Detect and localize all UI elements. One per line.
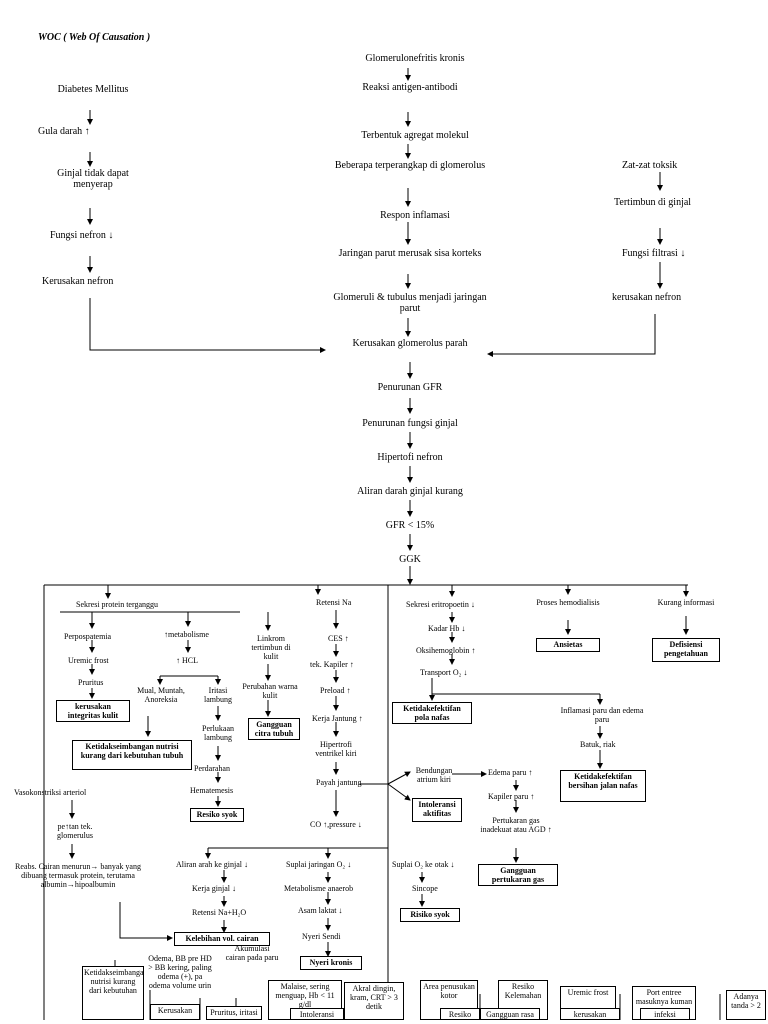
node-tek-kapiler: tek. Kapiler ↑ xyxy=(310,660,354,669)
node-kadar-hb: Kadar Hb ↓ xyxy=(428,624,466,633)
node-reabs-cairan: Reabs. Cairan menurun→ banyak yang dibua… xyxy=(15,862,141,889)
node-hcl: ↑ HCL xyxy=(176,656,198,665)
node-hipertrofi-ventrikel: Hipertrofi ventrikel kiri xyxy=(315,740,357,758)
bottom-node-tanda: Adanya tanda > 2 xyxy=(726,990,766,1020)
diagnosis-ansietas: Ansietas xyxy=(536,638,600,652)
node-uremic-frost: Uremic frost xyxy=(68,656,109,665)
node-aliran-arah: Aliran arah ke ginjal ↓ xyxy=(176,860,248,869)
node-gula-darah: Gula darah ↑ xyxy=(38,126,90,137)
node-metabolisme: ↑metabolisme xyxy=(164,630,209,639)
bottom2-infeksi: infeksi xyxy=(640,1008,690,1020)
node-kapiler-paru: Kapiler paru ↑ xyxy=(488,792,535,801)
node-payah-jantung: Payah jantung xyxy=(316,778,362,787)
node-iritasi: Iritasi lambung xyxy=(204,686,232,704)
node-fungsi-nefron: Fungsi nefron ↓ xyxy=(50,230,114,241)
bottom2-resiko-infeksi: Resiko infeksi xyxy=(440,1008,480,1020)
node-suplai-otak: Suplai O₂ ke otak ↓ xyxy=(392,860,455,869)
diagnosis-risiko-syok: Risiko syok xyxy=(400,908,460,922)
node-kerusakan-nefron: Kerusakan nefron xyxy=(42,276,114,287)
node-pruritus: Pruritus xyxy=(78,678,104,687)
node-transport-o2: Transport O₂ ↓ xyxy=(420,668,468,677)
node-kerja-jantung: Kerja Jantung ↑ xyxy=(312,714,363,723)
node-aliran-darah: Aliran darah ginjal kurang xyxy=(357,486,463,497)
node-inflamasi: Respon inflamasi xyxy=(380,210,450,221)
bottom-node-akral: Akral dingin, kram, CRT > 3 detik xyxy=(344,982,404,1020)
node-vasokonstriksi: Vasokonstriksi arteriol xyxy=(14,788,87,797)
diagnosis-kelebihan-cairan: Kelebihan vol. cairan xyxy=(174,932,270,946)
diagnosis-jalan-nafas: Ketidakefektifan bersihan jalan nafas xyxy=(560,770,646,802)
node-ggk: GGK xyxy=(399,554,421,565)
node-kerusakan-nefron-2: kerusakan nefron xyxy=(612,292,682,303)
diagnosis-integritas-kulit: kerusakan integritas kulit xyxy=(56,700,130,722)
node-suplai-jaringan: Suplai jaringan O₂ ↓ xyxy=(286,860,352,869)
node-ces: CES ↑ xyxy=(328,634,349,643)
node-nyeri-sendi: Nyeri Sendi xyxy=(302,932,341,941)
node-perlukaan: Perlukaan lambung xyxy=(202,724,234,742)
diagram-title: WOC ( Web Of Causation ) xyxy=(38,32,151,43)
node-batuk: Batuk, riak xyxy=(580,740,616,749)
node-hipertrofi-nefron: Hipertofi nefron xyxy=(377,452,443,463)
bottom2-integritas: kerusakan integritas kulit xyxy=(560,1008,620,1020)
node-penurunan-fungsi: Penurunan fungsi ginjal xyxy=(362,418,458,429)
node-glomeruli-tubulus: Glomeruli & tubulus menjadi jaringan par… xyxy=(333,292,487,314)
node-perubahan-warna: Perubahan warna kulit xyxy=(242,682,298,700)
node-zat-toksik: Zat-zat toksik xyxy=(622,160,678,171)
node-asam-laktat: Asam laktat ↓ xyxy=(298,906,343,915)
node-perpospatemia: Perpospatemia xyxy=(64,632,112,641)
diagnosis-resiko-syok: Resiko syok xyxy=(190,808,244,822)
bottom-node-nutrisi: Ketidakseimbangan nutrisi kurang dari ke… xyxy=(82,966,144,1020)
diagnosis-gangguan-gas: Gangguan pertukaran gas xyxy=(478,864,558,886)
node-inflamasi-paru: Inflamasi paru dan edema paru xyxy=(560,706,644,724)
node-tertimbun: Tertimbun di ginjal xyxy=(614,197,692,208)
bottom2-rasa-nyaman: Gangguan rasa nyaman xyxy=(480,1008,540,1020)
node-ginjal-tidak: Ginjal tidak dapat menyerap xyxy=(57,168,129,190)
node-odema-bb: Odema, BB pre HD > BB kering, paling ode… xyxy=(148,954,212,990)
node-proses-hemodialisis: Proses hemodialisis xyxy=(536,598,600,607)
node-penurunan-gfr: Penurunan GFR xyxy=(377,382,443,393)
node-preload: Preload ↑ xyxy=(320,686,351,695)
node-gfr-15: GFR < 15% xyxy=(385,520,435,531)
diagnosis-citra-tubuh: Gangguan citra tubuh xyxy=(248,718,300,740)
node-agregat: Terbentuk agregat molekul xyxy=(361,130,469,141)
bottom2-kerusakan: Kerusakan xyxy=(150,1004,200,1020)
bottom2-intoleransi: Intoleransi aktifitas xyxy=(290,1008,344,1020)
node-kurang-informasi: Kurang informasi xyxy=(657,598,715,607)
node-kerusakan-glomerolus: Kerusakan glomerolus parah xyxy=(352,338,468,349)
node-edema-paru: Edema paru ↑ xyxy=(488,768,533,777)
bottom2-pruritus: Pruritus, iritasi xyxy=(206,1006,262,1020)
diagnosis-intoleransi: Intoleransi aktifitas xyxy=(412,798,462,822)
diagnosis-pola-nafas: Ketidakefektifan pola nafas xyxy=(392,702,472,724)
diagnosis-nyeri-kronis: Nyeri kronis xyxy=(300,956,362,970)
node-retensi-na: Retensi Na xyxy=(316,598,352,607)
node-sincope: Sincope xyxy=(412,884,438,893)
node-fungsi-filtrasi: Fungsi filtrasi ↓ xyxy=(622,248,686,259)
node-akumulasi: Akumulasi cairan pada paru xyxy=(225,944,279,962)
node-kerja-ginjal: Kerja ginjal ↓ xyxy=(192,884,236,893)
node-glomerulonefritis: Glomerulonefritis kronis xyxy=(365,53,465,64)
node-mual: Mual, Muntah, Anoreksia xyxy=(137,686,185,704)
node-terperangkap: Beberapa terperangkap di glomerolus xyxy=(334,160,486,171)
node-reaksi: Reaksi antigen-antibodi xyxy=(362,82,458,93)
node-retensi-na-h2o: Retensi Na+H₂O xyxy=(192,908,247,917)
node-sekresi-eritropoetin: Sekresi eritropoetin ↓ xyxy=(406,600,475,609)
node-perdarahan: Perdarahan xyxy=(194,764,230,773)
node-diabetes: Diabetes Mellitus xyxy=(57,84,129,95)
diagnosis-defisiensi: Defisiensi pengetahuan xyxy=(652,638,720,662)
node-tek-glomerulus: pe↑tan tek. glomerulus xyxy=(57,822,93,840)
node-sekresi-protein: Sekresi protein terganggu xyxy=(76,600,159,609)
node-pertukaran-gas: Pertukaran gas inadekuat atau AGD ↑ xyxy=(480,816,552,834)
diagnosis-nutrisi: Ketidakseimbangan nutrisi kurang dari ke… xyxy=(72,740,192,770)
node-metabolisme-anaerob: Metabolisme anaerob xyxy=(284,884,354,893)
node-co-pressure: CO ↑,pressure ↓ xyxy=(310,820,362,829)
node-hematemesis: Hematemesis xyxy=(190,786,234,795)
node-linkrom: Linkrom tertimbun di kulit xyxy=(251,634,291,661)
node-oksihemoglobin: Oksihemoglobin ↑ xyxy=(416,646,476,655)
node-jaringan-parut: Jaringan parut merusak sisa korteks xyxy=(338,248,482,259)
node-bendungan: Bendungan atrium kiri xyxy=(415,766,453,784)
